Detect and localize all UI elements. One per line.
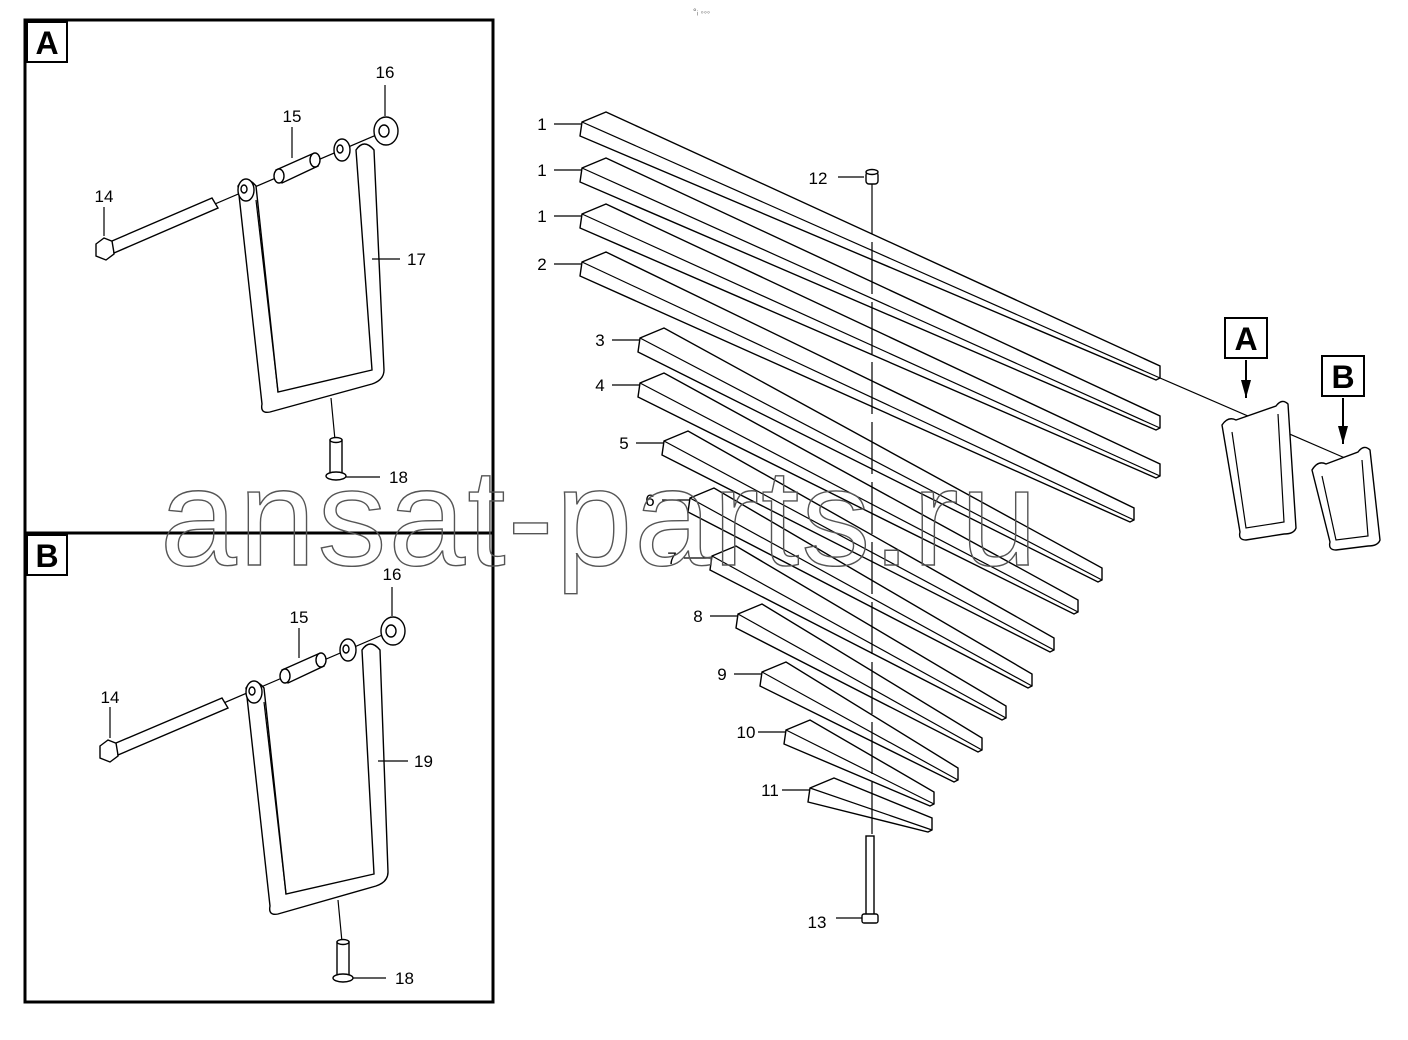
watermark: ansat-parts.ru <box>160 441 1039 595</box>
spring-leaf-edge <box>737 613 983 751</box>
leaf-callout: 5 <box>619 434 628 453</box>
bushing-part <box>325 436 347 481</box>
spring-leaf-edge <box>581 213 1161 477</box>
spring-leaf-edge <box>581 261 1135 521</box>
callout-15: 15 <box>290 608 309 627</box>
link-part <box>245 638 389 916</box>
spring-leaf-edge <box>689 497 1033 687</box>
link-part <box>237 138 385 414</box>
header-mark: °ᵢ ◦◦◦ <box>693 7 710 17</box>
spring-leaf-edge <box>809 787 933 831</box>
callout-17: 17 <box>407 250 426 269</box>
spring-leaf-edge <box>785 729 935 805</box>
detail-reference-a: A <box>1159 317 1346 541</box>
spring-leaf-edge <box>761 671 959 781</box>
leaf-callout: 6 <box>645 491 654 510</box>
leaf-callout: 1 <box>537 207 546 226</box>
callout-14: 14 <box>95 187 114 206</box>
callout-13: 13 <box>808 913 827 932</box>
callout-14: 14 <box>101 688 120 707</box>
spacer-part <box>279 652 327 684</box>
leaf-callout: 10 <box>737 723 756 742</box>
spring-leaf-edge <box>581 167 1161 429</box>
panel-b-letter: B <box>35 538 58 574</box>
panel-a-letter: A <box>35 25 58 61</box>
leaf-callout: 7 <box>667 549 676 568</box>
detail-ref-a-letter: A <box>1234 321 1257 357</box>
center-bolt-assembly: 12 13 <box>808 168 879 932</box>
detail-reference-b: B <box>1311 355 1381 551</box>
spring-leaf-edge <box>639 337 1103 581</box>
spring-leaf-edge <box>663 440 1055 651</box>
callout-16: 16 <box>383 565 402 584</box>
callout-18: 18 <box>395 969 414 988</box>
nut-part <box>373 116 399 146</box>
spring-leaf-edge <box>711 555 1007 719</box>
leaf-callout: 9 <box>717 665 726 684</box>
spring-leaf-edge <box>639 382 1079 613</box>
nut-part <box>380 616 406 646</box>
detail-ref-b-letter: B <box>1331 359 1354 395</box>
leaf-callout: 2 <box>537 255 546 274</box>
leaf-callout: 1 <box>537 161 546 180</box>
bolt-part <box>95 197 220 261</box>
detail-panel-b: B 14 15 <box>23 531 495 1004</box>
leaf-callout: 1 <box>537 115 546 134</box>
callout-16: 16 <box>376 63 395 82</box>
leaf-callout: 11 <box>761 781 779 800</box>
leaf-callout: 8 <box>693 607 702 626</box>
callout-19: 19 <box>414 752 433 771</box>
callout-15: 15 <box>283 107 302 126</box>
leaf-callout: 4 <box>595 376 604 395</box>
bushing-part <box>332 938 354 983</box>
spring-leaf-edge <box>581 121 1161 379</box>
spacer-part <box>273 152 321 184</box>
callout-12: 12 <box>809 169 828 188</box>
spring-leaves <box>579 111 1161 833</box>
leaf-callout: 3 <box>595 331 604 350</box>
callout-18: 18 <box>389 468 408 487</box>
bolt-part <box>99 697 230 763</box>
